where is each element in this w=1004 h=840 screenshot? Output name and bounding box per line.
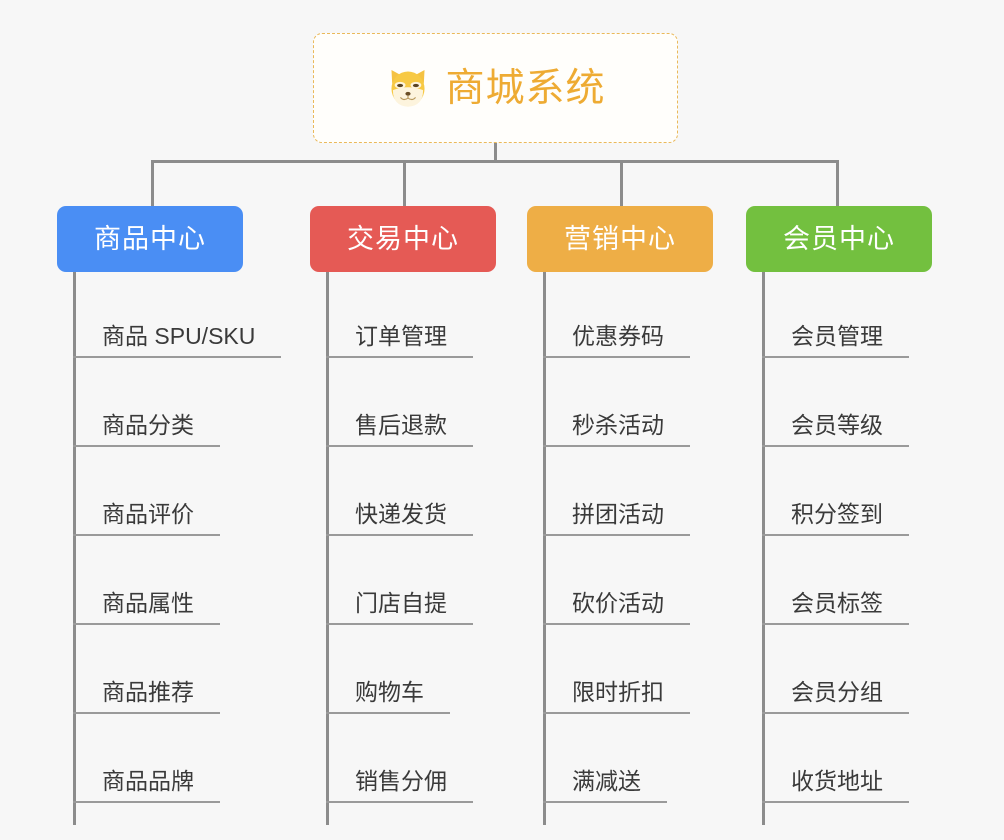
item-label: 会员管理 [762, 323, 909, 358]
list-item[interactable]: 砍价活动 [543, 539, 773, 628]
category-box-1[interactable]: 商品中心 [57, 206, 243, 272]
list-item[interactable]: 订单管理 [326, 272, 556, 361]
list-item[interactable]: 售后退款 [326, 361, 556, 450]
category-label-3: 营销中心 [564, 223, 676, 254]
category-label-4: 会员中心 [783, 223, 895, 254]
item-label: 会员分组 [762, 679, 909, 714]
list-item[interactable]: 会员标签 [762, 539, 992, 628]
list-item[interactable]: 会员管理 [762, 272, 992, 361]
trunk-line-1 [73, 272, 76, 825]
item-label: 售后退款 [326, 412, 473, 447]
trunk-line-2 [326, 272, 329, 825]
list-item[interactable]: 购物车 [326, 628, 556, 717]
item-list-3: 优惠券码 秒杀活动 拼团活动 砍价活动 限时折扣 满减送 [543, 272, 773, 806]
item-label: 会员等级 [762, 412, 909, 447]
item-label: 会员标签 [762, 590, 909, 625]
item-label: 快递发货 [326, 501, 473, 536]
column-trade-center: 交易中心 订单管理 售后退款 快递发货 门店自提 购物车 销售分佣 [310, 206, 496, 825]
item-label: 商品推荐 [73, 679, 220, 714]
list-item[interactable]: 优惠券码 [543, 272, 773, 361]
list-item[interactable]: 商品推荐 [73, 628, 303, 717]
list-item[interactable]: 拼团活动 [543, 450, 773, 539]
root-title: 商城系统 [445, 66, 606, 110]
list-item[interactable]: 会员分组 [762, 628, 992, 717]
item-list-2: 订单管理 售后退款 快递发货 门店自提 购物车 销售分佣 [326, 272, 556, 806]
item-label: 商品属性 [73, 590, 220, 625]
item-label: 订单管理 [326, 323, 473, 358]
column-member-center: 会员中心 会员管理 会员等级 积分签到 会员标签 会员分组 收货地址 [746, 206, 932, 825]
category-box-4[interactable]: 会员中心 [746, 206, 932, 272]
category-label-1: 商品中心 [94, 223, 206, 254]
item-list-1: 商品 SPU/SKU 商品分类 商品评价 商品属性 商品推荐 商品品牌 [73, 272, 303, 806]
list-item[interactable]: 会员等级 [762, 361, 992, 450]
item-label: 收货地址 [762, 768, 909, 803]
item-label: 购物车 [326, 679, 450, 714]
list-item[interactable]: 门店自提 [326, 539, 556, 628]
item-label: 商品品牌 [73, 768, 220, 803]
category-box-3[interactable]: 营销中心 [527, 206, 713, 272]
list-item[interactable]: 积分签到 [762, 450, 992, 539]
item-label: 商品评价 [73, 501, 220, 536]
item-list-4: 会员管理 会员等级 积分签到 会员标签 会员分组 收货地址 [762, 272, 992, 806]
column-product-center: 商品中心 商品 SPU/SKU 商品分类 商品评价 商品属性 商品推荐 商品品牌 [57, 206, 282, 825]
item-label: 销售分佣 [326, 768, 473, 803]
list-item[interactable]: 收货地址 [762, 717, 992, 806]
item-label: 商品 SPU/SKU [73, 323, 282, 358]
trunk-line-4 [762, 272, 765, 825]
list-item[interactable]: 满减送 [543, 717, 773, 806]
item-label: 门店自提 [326, 590, 473, 625]
list-item[interactable]: 商品属性 [73, 539, 303, 628]
list-item[interactable]: 商品品牌 [73, 717, 303, 806]
item-label: 商品分类 [73, 412, 220, 447]
item-label: 拼团活动 [543, 501, 690, 536]
list-item[interactable]: 限时折扣 [543, 628, 773, 717]
item-label: 秒杀活动 [543, 412, 690, 447]
trunk-line-3 [543, 272, 546, 825]
column-marketing-center: 营销中心 优惠券码 秒杀活动 拼团活动 砍价活动 限时折扣 满减送 [527, 206, 713, 825]
category-label-2: 交易中心 [347, 223, 459, 254]
list-item[interactable]: 商品 SPU/SKU [73, 272, 303, 361]
item-label: 满减送 [543, 768, 667, 803]
list-item[interactable]: 销售分佣 [326, 717, 556, 806]
list-item[interactable]: 快递发货 [326, 450, 556, 539]
item-label: 限时折扣 [543, 679, 690, 714]
list-item[interactable]: 秒杀活动 [543, 361, 773, 450]
item-label: 积分签到 [762, 501, 909, 536]
shiba-dog-face-icon [391, 70, 426, 107]
item-label: 砍价活动 [543, 590, 690, 625]
category-box-2[interactable]: 交易中心 [310, 206, 496, 272]
item-label: 优惠券码 [543, 323, 690, 358]
list-item[interactable]: 商品分类 [73, 361, 303, 450]
list-item[interactable]: 商品评价 [73, 450, 303, 539]
root-node[interactable]: 商城系统 [313, 33, 678, 143]
